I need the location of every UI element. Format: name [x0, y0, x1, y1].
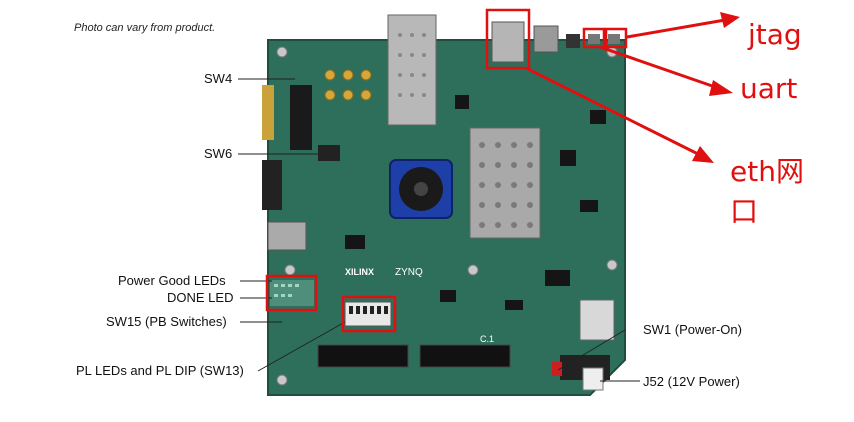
label-power-good-leds: Power Good LEDs: [118, 273, 226, 288]
label-pl-leds: PL LEDs and PL DIP (SW13): [76, 363, 244, 378]
label-sw1: SW1 (Power-On): [643, 322, 742, 337]
label-j52: J52 (12V Power): [643, 374, 740, 389]
label-sw4: SW4: [204, 71, 233, 86]
power-switch: [552, 362, 562, 376]
usb-jack: [533, 25, 559, 53]
sma-connectors: [324, 69, 372, 101]
highlight-boxes: [265, 8, 628, 333]
sfp-vents: [398, 33, 426, 97]
j52-connector: [582, 367, 604, 391]
callout-lines: [238, 78, 640, 382]
label-sw15: SW15 (PB Switches): [106, 314, 227, 329]
zynq-logo-text: ZYNQ: [395, 267, 423, 278]
annotation-eth-line1: eth网: [730, 155, 804, 188]
small-jack: [566, 34, 580, 48]
left-header: [262, 160, 282, 210]
ethernet-jack: [491, 21, 525, 63]
sfp-cage: [387, 14, 437, 126]
annotation-jtag: jtag: [748, 18, 802, 51]
led-area: [270, 280, 314, 306]
photo-caption: Photo can vary from product.: [74, 22, 216, 34]
dip-toggles: [349, 306, 388, 314]
heatsink-vents: [479, 142, 533, 228]
edge-connector: [262, 85, 274, 140]
fmc-connector-left: [317, 344, 409, 368]
rev-text: C.1: [480, 334, 494, 344]
uart-port: [608, 34, 620, 44]
red-arrows: [525, 12, 740, 163]
annotation-uart: uart: [740, 72, 798, 105]
mounting-holes: [276, 46, 618, 386]
sw6-switch: [318, 145, 340, 161]
misc-chips: [345, 95, 606, 310]
sw4-header: [290, 85, 312, 150]
label-done-led: DONE LED: [167, 290, 234, 305]
xilinx-logo-text: XILINX: [345, 267, 374, 277]
jtag-port: [588, 34, 600, 44]
label-sw6: SW6: [204, 146, 233, 161]
status-leds: [274, 284, 299, 297]
annotation-eth-line2: 口: [730, 195, 759, 228]
sd-card-slot: [267, 221, 307, 251]
fan-hub: [414, 182, 428, 196]
fmc-connector-right: [419, 344, 511, 368]
right-header: [579, 299, 615, 341]
